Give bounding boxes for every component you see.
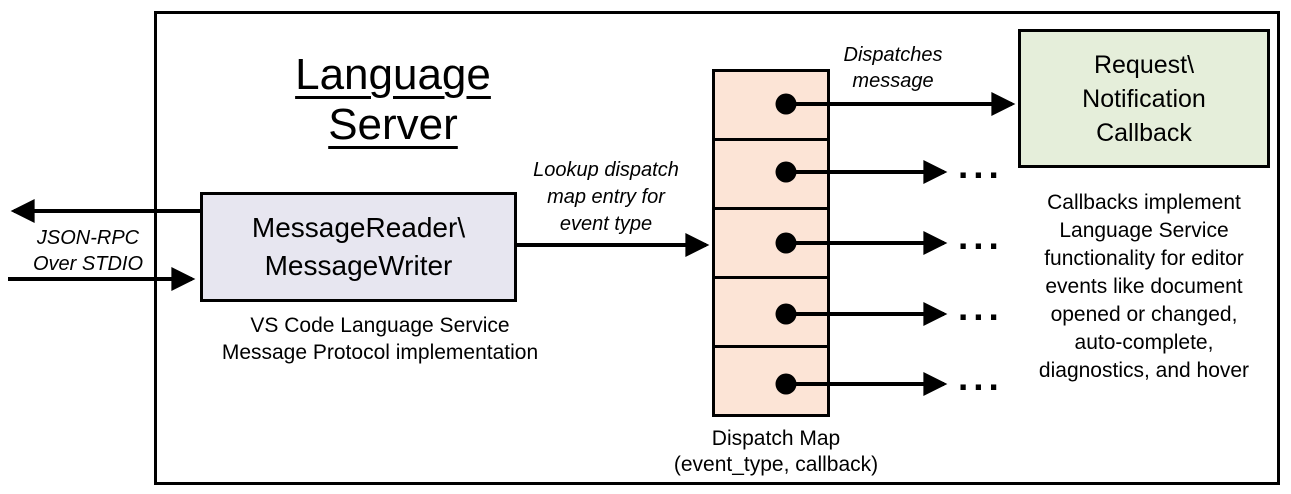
dispatch-map-cell [715, 141, 827, 210]
json-rpc-stdio-label-line2: Over STDIO [32, 253, 143, 275]
message-reader-writer-box: MessageReader\ MessageWriter [200, 192, 517, 302]
callbacks-note-line1: Callbacks implement [1047, 191, 1241, 214]
callbacks-note-line4: events like document [1045, 275, 1243, 298]
callbacks-note-line6: auto-complete, [1074, 331, 1214, 354]
dispatches-message-label: Dispatches message [824, 42, 962, 94]
callbacks-note-line7: diagnostics, and hover [1038, 359, 1250, 382]
dispatches-message-label-line1: Dispatches [843, 44, 943, 66]
diagram-title: Language Server [295, 50, 491, 149]
lookup-dispatch-label-line2: map entry for [547, 186, 665, 208]
message-reader-line: MessageReader\ [251, 212, 466, 243]
dispatch-map-cell [715, 348, 827, 414]
lookup-dispatch-label-line1: Lookup dispatch [533, 159, 679, 181]
request-notification-callback-box: Request\ Notification Callback [1018, 29, 1270, 168]
reader-box-caption-line1: VS Code Language Service [250, 314, 510, 337]
callbacks-note: Callbacks implement Language Service fun… [1000, 189, 1288, 385]
dispatch-map-cell [715, 279, 827, 348]
dispatch-map [712, 69, 830, 417]
dispatch-map-cell [715, 72, 827, 141]
dispatch-map-caption-line2: (event_type, callback) [673, 453, 879, 476]
callback-box-line1: Request\ [1093, 50, 1195, 79]
dispatch-map-caption: Dispatch Map (event_type, callback) [634, 426, 918, 478]
json-rpc-stdio-label-line1: JSON-RPC [36, 227, 140, 249]
json-rpc-stdio-label: JSON-RPC Over STDIO [18, 225, 158, 277]
ellipsis-row2: ... [958, 145, 1004, 186]
callback-box-line3: Callback [1096, 118, 1192, 147]
reader-box-caption: VS Code Language Service Message Protoco… [178, 312, 582, 366]
lookup-dispatch-label-line3: event type [559, 213, 653, 235]
lookup-dispatch-label: Lookup dispatch map entry for event type [502, 157, 710, 238]
ellipsis-row5: ... [958, 357, 1004, 398]
ellipsis-row3: ... [958, 216, 1004, 257]
dispatch-map-cell [715, 210, 827, 279]
callbacks-note-line5: opened or changed, [1050, 303, 1238, 326]
reader-box-caption-line2: Message Protocol implementation [221, 341, 539, 364]
dispatch-map-caption-line1: Dispatch Map [711, 427, 841, 450]
callback-box-line2: Notification [1082, 84, 1206, 113]
callbacks-note-line2: Language Service [1059, 219, 1229, 242]
callbacks-note-line3: functionality for editor [1044, 247, 1244, 270]
ellipsis-row4: ... [958, 287, 1004, 328]
dispatches-message-label-line2: message [852, 70, 934, 92]
message-writer-line: MessageWriter [264, 250, 453, 281]
